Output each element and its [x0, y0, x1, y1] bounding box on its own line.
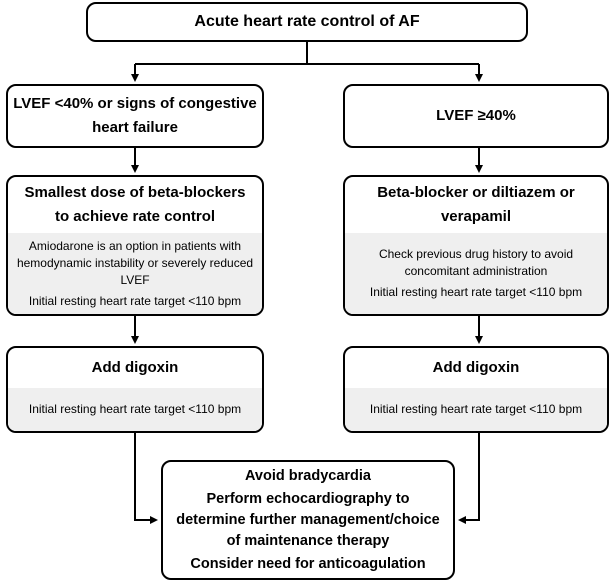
final-line-anticoagulation: Consider need for anticoagulation: [190, 555, 426, 572]
final-line-bradycardia: Avoid bradycardia: [245, 467, 371, 484]
final-line-echocardiography: Perform echocardiography to determine fu…: [176, 490, 440, 549]
right-drug-target: Initial resting heart rate target <110 b…: [369, 285, 583, 299]
right-condition-box: LVEF ≥40%: [343, 84, 609, 148]
right-digoxin-notes: Initial resting heart rate target <110 b…: [345, 388, 607, 431]
left-drug-target: Initial resting heart rate target <110 b…: [28, 293, 242, 308]
left-drug-note: Amiodarone is an option in patients with…: [16, 238, 254, 287]
right-drug-note: Check previous drug history to avoid con…: [378, 247, 574, 278]
left-digoxin-title: Add digoxin: [91, 359, 179, 376]
left-drug-box: Smallest dose of beta-blockers to achiev…: [6, 175, 264, 316]
connector-right-digoxin-final: [458, 433, 480, 524]
right-drug-title: Beta-blocker or diltiazem or verapamil: [377, 184, 575, 225]
right-digoxin-target: Initial resting heart rate target <110 b…: [369, 402, 583, 416]
left-digoxin-notes: Initial resting heart rate target <110 b…: [8, 388, 262, 431]
final-box: Avoid bradycardia Perform echocardiograp…: [161, 460, 455, 580]
right-digoxin-box: Add digoxin Initial resting heart rate t…: [343, 346, 609, 433]
right-drug-box: Beta-blocker or diltiazem or verapamil C…: [343, 175, 609, 316]
left-digoxin-target: Initial resting heart rate target <110 b…: [28, 402, 242, 416]
left-condition-box: LVEF <40% or signs of congestive heart f…: [6, 84, 264, 148]
right-condition-text: LVEF ≥40%: [436, 107, 516, 124]
title-text: Acute heart rate control of AF: [194, 13, 420, 30]
connector-left-digoxin-final: [134, 433, 158, 524]
left-digoxin-box: Add digoxin Initial resting heart rate t…: [6, 346, 264, 433]
left-condition-text: LVEF <40% or signs of congestive heart f…: [13, 95, 257, 136]
left-drug-notes: Amiodarone is an option in patients with…: [8, 233, 262, 314]
right-digoxin-title: Add digoxin: [432, 359, 520, 376]
right-drug-notes: Check previous drug history to avoid con…: [345, 233, 607, 314]
title-box: Acute heart rate control of AF: [86, 2, 528, 42]
left-drug-title: Smallest dose of beta-blockers to achiev…: [24, 184, 246, 225]
